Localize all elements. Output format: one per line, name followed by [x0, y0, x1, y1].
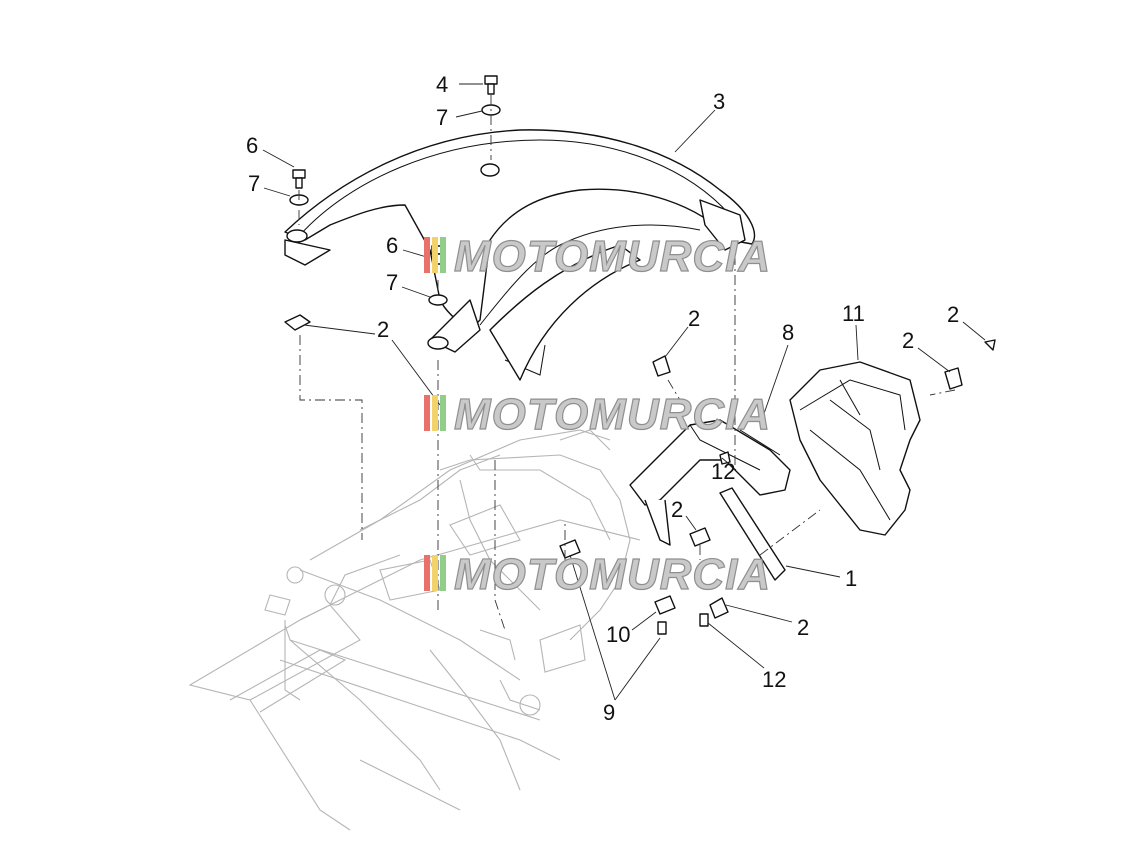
watermark-text: MOTOMURCIA [454, 232, 771, 281]
callout-2: 2 [688, 306, 700, 331]
watermark-stripe-green [440, 237, 446, 273]
watermark-2: MOTOMURCIA [424, 389, 771, 440]
watermark-stripe-red [424, 395, 430, 431]
callout-2: 2 [797, 615, 809, 640]
watermark-stripe-yellow [432, 237, 438, 273]
callout-12: 12 [762, 667, 786, 692]
watermark-stripe-green [440, 395, 446, 431]
callout-2: 2 [377, 317, 389, 342]
callout-7: 7 [248, 171, 260, 196]
watermark-stripe-yellow [432, 395, 438, 431]
callout-9: 9 [603, 700, 615, 725]
callout-4: 3 [713, 89, 725, 114]
callout-2: 2 [902, 328, 914, 353]
watermark-1: MOTOMURCIA [424, 231, 771, 282]
subframe-drawing [188, 429, 641, 831]
callout-2: 2 [671, 497, 683, 522]
callout-5: 4 [436, 72, 448, 97]
callout-6: 6 [386, 233, 398, 258]
callout-8: 8 [782, 320, 794, 345]
watermark-stripe-green [440, 555, 446, 591]
leader-lines [262, 83, 986, 701]
watermark-3: MOTOMURCIA [424, 549, 771, 600]
callout-7: 7 [436, 105, 448, 130]
callout-11: 11 [842, 301, 865, 326]
bracket-part [629, 419, 791, 546]
callout-3: 2 [947, 302, 959, 327]
watermark-stripe-yellow [432, 555, 438, 591]
housing-part [789, 361, 921, 536]
strip-part [719, 487, 786, 581]
watermark-text: MOTOMURCIA [454, 550, 771, 599]
watermark-text: MOTOMURCIA [454, 390, 771, 439]
rear-fender-part [284, 129, 756, 381]
callout-1: 1 [845, 566, 857, 591]
callout-6: 6 [246, 133, 258, 158]
callout-12: 12 [711, 459, 735, 484]
watermark-stripe-red [424, 237, 430, 273]
callout-7: 7 [386, 270, 398, 295]
callout-10: 10 [606, 622, 630, 647]
watermark-stripe-red [424, 555, 430, 591]
callout-labels: 4 7 3 6 7 6 7 2 2 8 11 2 2 12 2 1 2 10 1… [246, 72, 959, 725]
